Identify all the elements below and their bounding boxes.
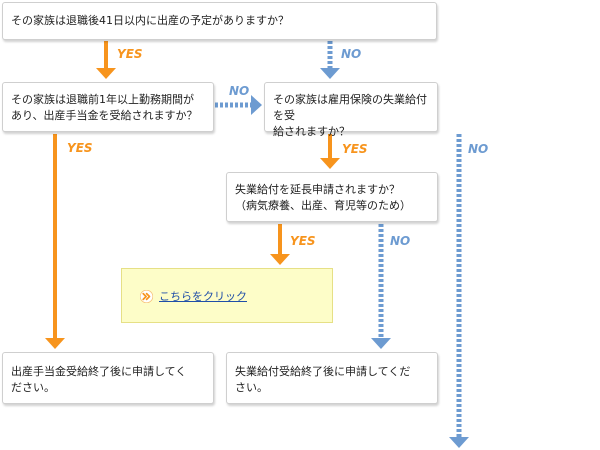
question-box-3: その家族は雇用保険の失業給付を受 給されますか？ bbox=[264, 82, 438, 138]
question-4-line-2: （病気療養、出産、育児等のため） bbox=[235, 199, 411, 212]
result-box-2: 失業給付受給終了後に申請してくだ さい。 bbox=[226, 352, 438, 404]
question-1-text: その家族は退職後41日以内に出産の予定がありますか？ bbox=[11, 14, 289, 27]
question-2-line-2: あり、出産手当金を受給されますか？ bbox=[11, 109, 198, 122]
yes-label-q4: YES bbox=[290, 234, 316, 248]
yes-label-q2: YES bbox=[67, 141, 93, 155]
result-1-line-2: ださい。 bbox=[11, 381, 55, 394]
no-label-q4: NO bbox=[390, 234, 411, 248]
result-box-1: 出産手当金受給終了後に申請してく ださい。 bbox=[2, 352, 214, 404]
yes-label-q1: YES bbox=[117, 47, 143, 61]
result-2-line-2: さい。 bbox=[235, 381, 268, 394]
result-1-line-1: 出産手当金受給終了後に申請してく bbox=[11, 365, 187, 378]
question-box-2: その家族は退職前1年以上勤務期間が あり、出産手当金を受給されますか？ bbox=[2, 82, 214, 132]
question-4-line-1: 失業給付を延長申請されますか？ bbox=[235, 183, 400, 196]
arrow-q1-no-head bbox=[320, 68, 340, 79]
arrow-q4-no-head bbox=[371, 338, 391, 349]
result-2-line-1: 失業給付受給終了後に申請してくだ bbox=[235, 365, 411, 378]
click-here-box: こちらをクリック bbox=[121, 268, 333, 323]
arrow-q4-yes-head bbox=[270, 254, 290, 265]
arrow-q1-yes-head bbox=[96, 68, 116, 79]
arrow-q2-no-head bbox=[251, 95, 262, 115]
click-here-link[interactable]: こちらをクリック bbox=[159, 290, 247, 303]
arrow-q3-yes-head bbox=[320, 158, 340, 169]
question-2-line-1: その家族は退職前1年以上勤務期間が bbox=[11, 93, 194, 106]
no-label-q1: NO bbox=[341, 47, 362, 61]
double-chevron-right-icon bbox=[140, 290, 153, 303]
arrow-q2-yes-head bbox=[45, 338, 65, 349]
yes-label-q3: YES bbox=[342, 142, 368, 156]
question-3-line-2: 給されますか？ bbox=[273, 125, 350, 138]
question-3-line-1: その家族は雇用保険の失業給付を受 bbox=[273, 93, 427, 122]
arrow-q3-no-head bbox=[449, 437, 469, 448]
no-label-q3: NO bbox=[468, 142, 489, 156]
question-box-4: 失業給付を延長申請されますか？ （病気療養、出産、育児等のため） bbox=[226, 172, 438, 222]
no-label-q2: NO bbox=[229, 84, 250, 98]
question-box-1: その家族は退職後41日以内に出産の予定がありますか？ bbox=[2, 2, 437, 40]
